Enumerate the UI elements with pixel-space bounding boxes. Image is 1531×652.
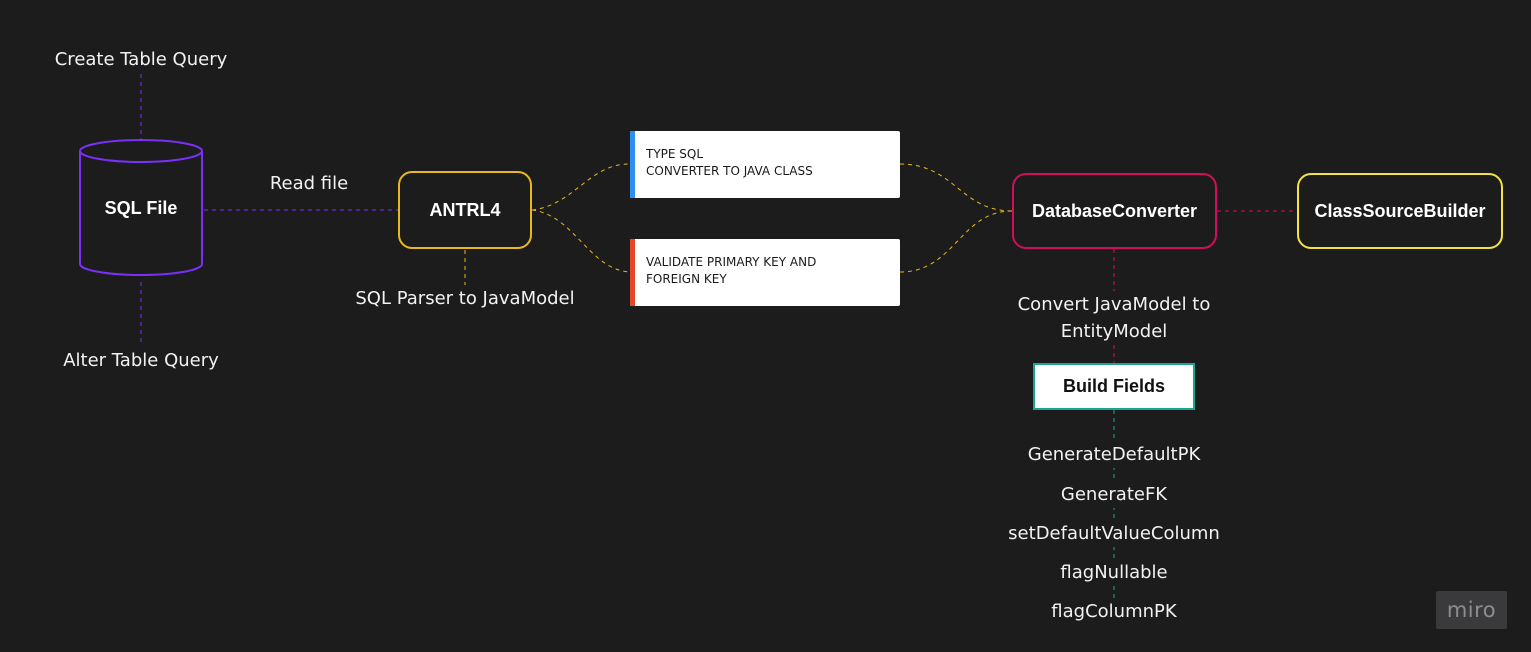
class-source-builder-node[interactable]: ClassSourceBuilder — [1297, 173, 1503, 249]
convert-label-line2: EntityModel — [1058, 318, 1170, 345]
read-file-label: Read file — [267, 170, 351, 197]
card-text-line: TYPE SQL — [646, 147, 704, 161]
build-step-generate-fk: GenerateFK — [1058, 481, 1170, 508]
sql-parser-label: SQL Parser to JavaModel — [353, 285, 577, 312]
sql-file-label: SQL File — [104, 197, 178, 218]
alter-table-query-label: Alter Table Query — [61, 347, 221, 374]
connector-validate-dbconv — [899, 210, 1013, 273]
connector-antrl-type — [531, 163, 633, 211]
card-text-line: FOREIGN KEY — [646, 272, 727, 286]
sql-file-cylinder[interactable] — [79, 139, 203, 276]
antrl4-node[interactable]: ANTRL4 — [398, 171, 532, 249]
build-step-set-default-value: setDefaultValueColumn — [1006, 520, 1222, 547]
card-accent-bar — [630, 239, 635, 306]
build-step-flag-column-pk: flagColumnPK — [1049, 598, 1179, 625]
type-sql-card[interactable]: TYPE SQL CONVERTER TO JAVA CLASS — [630, 131, 900, 198]
card-text-line: VALIDATE PRIMARY KEY AND — [646, 255, 817, 269]
validate-keys-card[interactable]: VALIDATE PRIMARY KEY AND FOREIGN KEY — [630, 239, 900, 306]
build-step-flag-nullable: flagNullable — [1058, 559, 1170, 586]
build-fields-node[interactable]: Build Fields — [1033, 363, 1195, 410]
connector-antrl-validate — [531, 209, 633, 273]
connector-type-dbconv — [899, 163, 1013, 212]
card-text-line: CONVERTER TO JAVA CLASS — [646, 164, 813, 178]
database-converter-node[interactable]: DatabaseConverter — [1012, 173, 1217, 249]
card-accent-bar — [630, 131, 635, 198]
convert-label-line1: Convert JavaModel to — [1015, 291, 1213, 318]
miro-watermark-logo[interactable]: miro — [1436, 591, 1507, 629]
build-step-generate-default-pk: GenerateDefaultPK — [1025, 441, 1203, 468]
create-table-query-label: Create Table Query — [52, 46, 230, 73]
